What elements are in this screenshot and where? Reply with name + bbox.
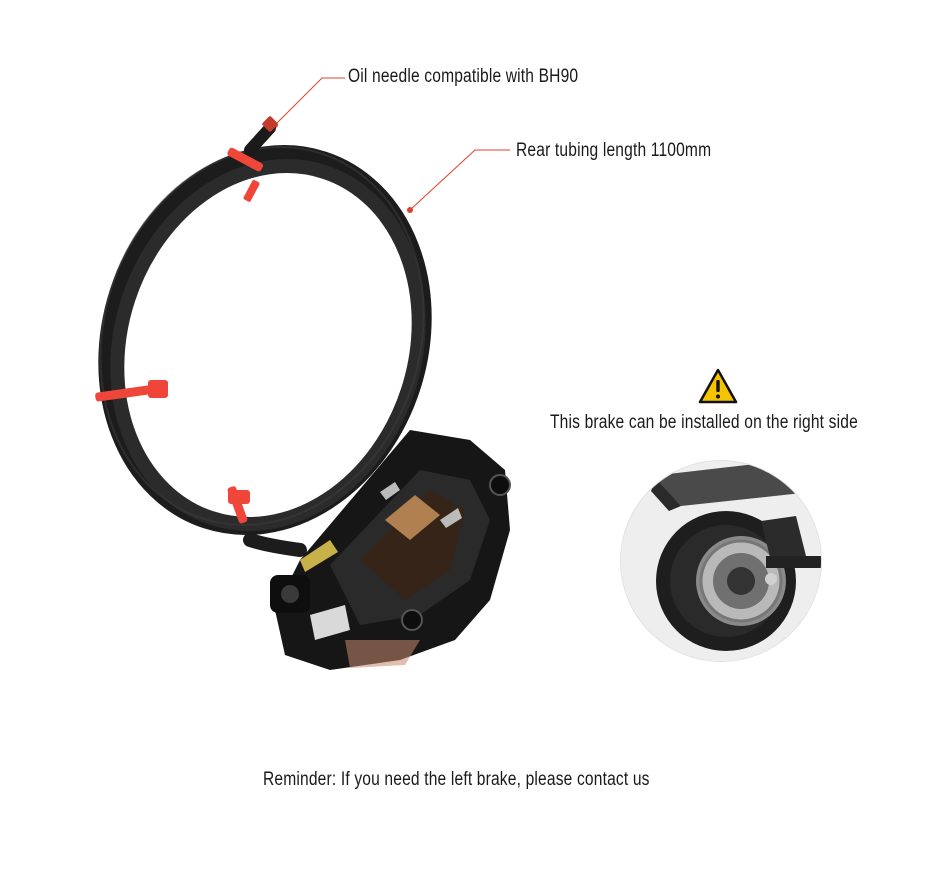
callout-oil-needle: Oil needle compatible with BH90 [348, 66, 579, 87]
reminder-text: Reminder: If you need the left brake, pl… [263, 769, 650, 790]
cable-ties [95, 147, 264, 524]
warning-triangle-icon [698, 368, 738, 404]
callout-lines [272, 77, 510, 213]
brake-caliper [270, 430, 511, 670]
callout-tubing-length: Rear tubing length 1100mm [516, 140, 712, 161]
notice-text: This brake can be installed on the right… [550, 412, 858, 433]
brake-hose [98, 116, 432, 557]
wheel-inset-photo [620, 460, 822, 662]
